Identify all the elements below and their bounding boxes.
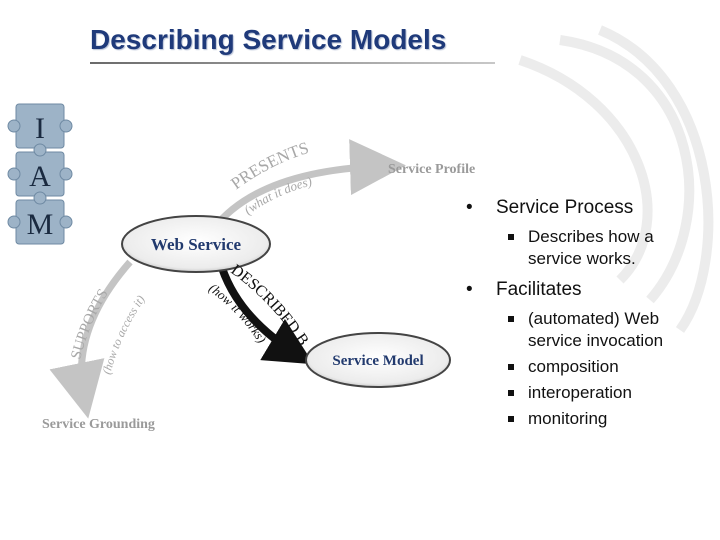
supports-subtext: (how to access it): [99, 293, 147, 376]
sub-bullet-line: composition: [528, 356, 712, 378]
bullet-dot: •: [466, 278, 473, 302]
bullet-text: Service Process: [496, 197, 633, 218]
sub-bullet-line: service invocation: [528, 330, 712, 352]
bullet-list: • Service Process Describes how a servic…: [462, 196, 712, 430]
sub-bullet: (automated) Web service invocation: [462, 308, 712, 352]
service-profile-label: Service Profile: [388, 162, 475, 177]
sub-bullet-line: monitoring: [528, 408, 712, 430]
service-grounding-label: Service Grounding: [42, 417, 155, 432]
sub-bullet: composition: [462, 356, 712, 378]
square-bullet-icon: [508, 234, 514, 240]
sub-bullet-line: service works.: [528, 248, 712, 270]
sub-bullet: Describes how a service works.: [462, 226, 712, 270]
sub-bullet-line: interoperation: [528, 382, 712, 404]
sub-bullet-line: Describes how a: [528, 226, 712, 248]
sub-bullet: monitoring: [462, 408, 712, 430]
bullet-dot: •: [466, 196, 473, 220]
bullet-facilitates: • Facilitates: [462, 278, 712, 302]
sub-bullet-line: (automated) Web: [528, 308, 712, 330]
square-bullet-icon: [508, 416, 514, 422]
square-bullet-icon: [508, 316, 514, 322]
bullet-text: Facilitates: [496, 279, 582, 300]
web-service-label: Web Service: [151, 235, 242, 254]
supports-text: SUPPORTS: [68, 286, 111, 361]
square-bullet-icon: [508, 364, 514, 370]
sub-bullet: interoperation: [462, 382, 712, 404]
bullet-service-process: • Service Process: [462, 196, 712, 220]
service-model-label: Service Model: [332, 353, 423, 369]
square-bullet-icon: [508, 390, 514, 396]
